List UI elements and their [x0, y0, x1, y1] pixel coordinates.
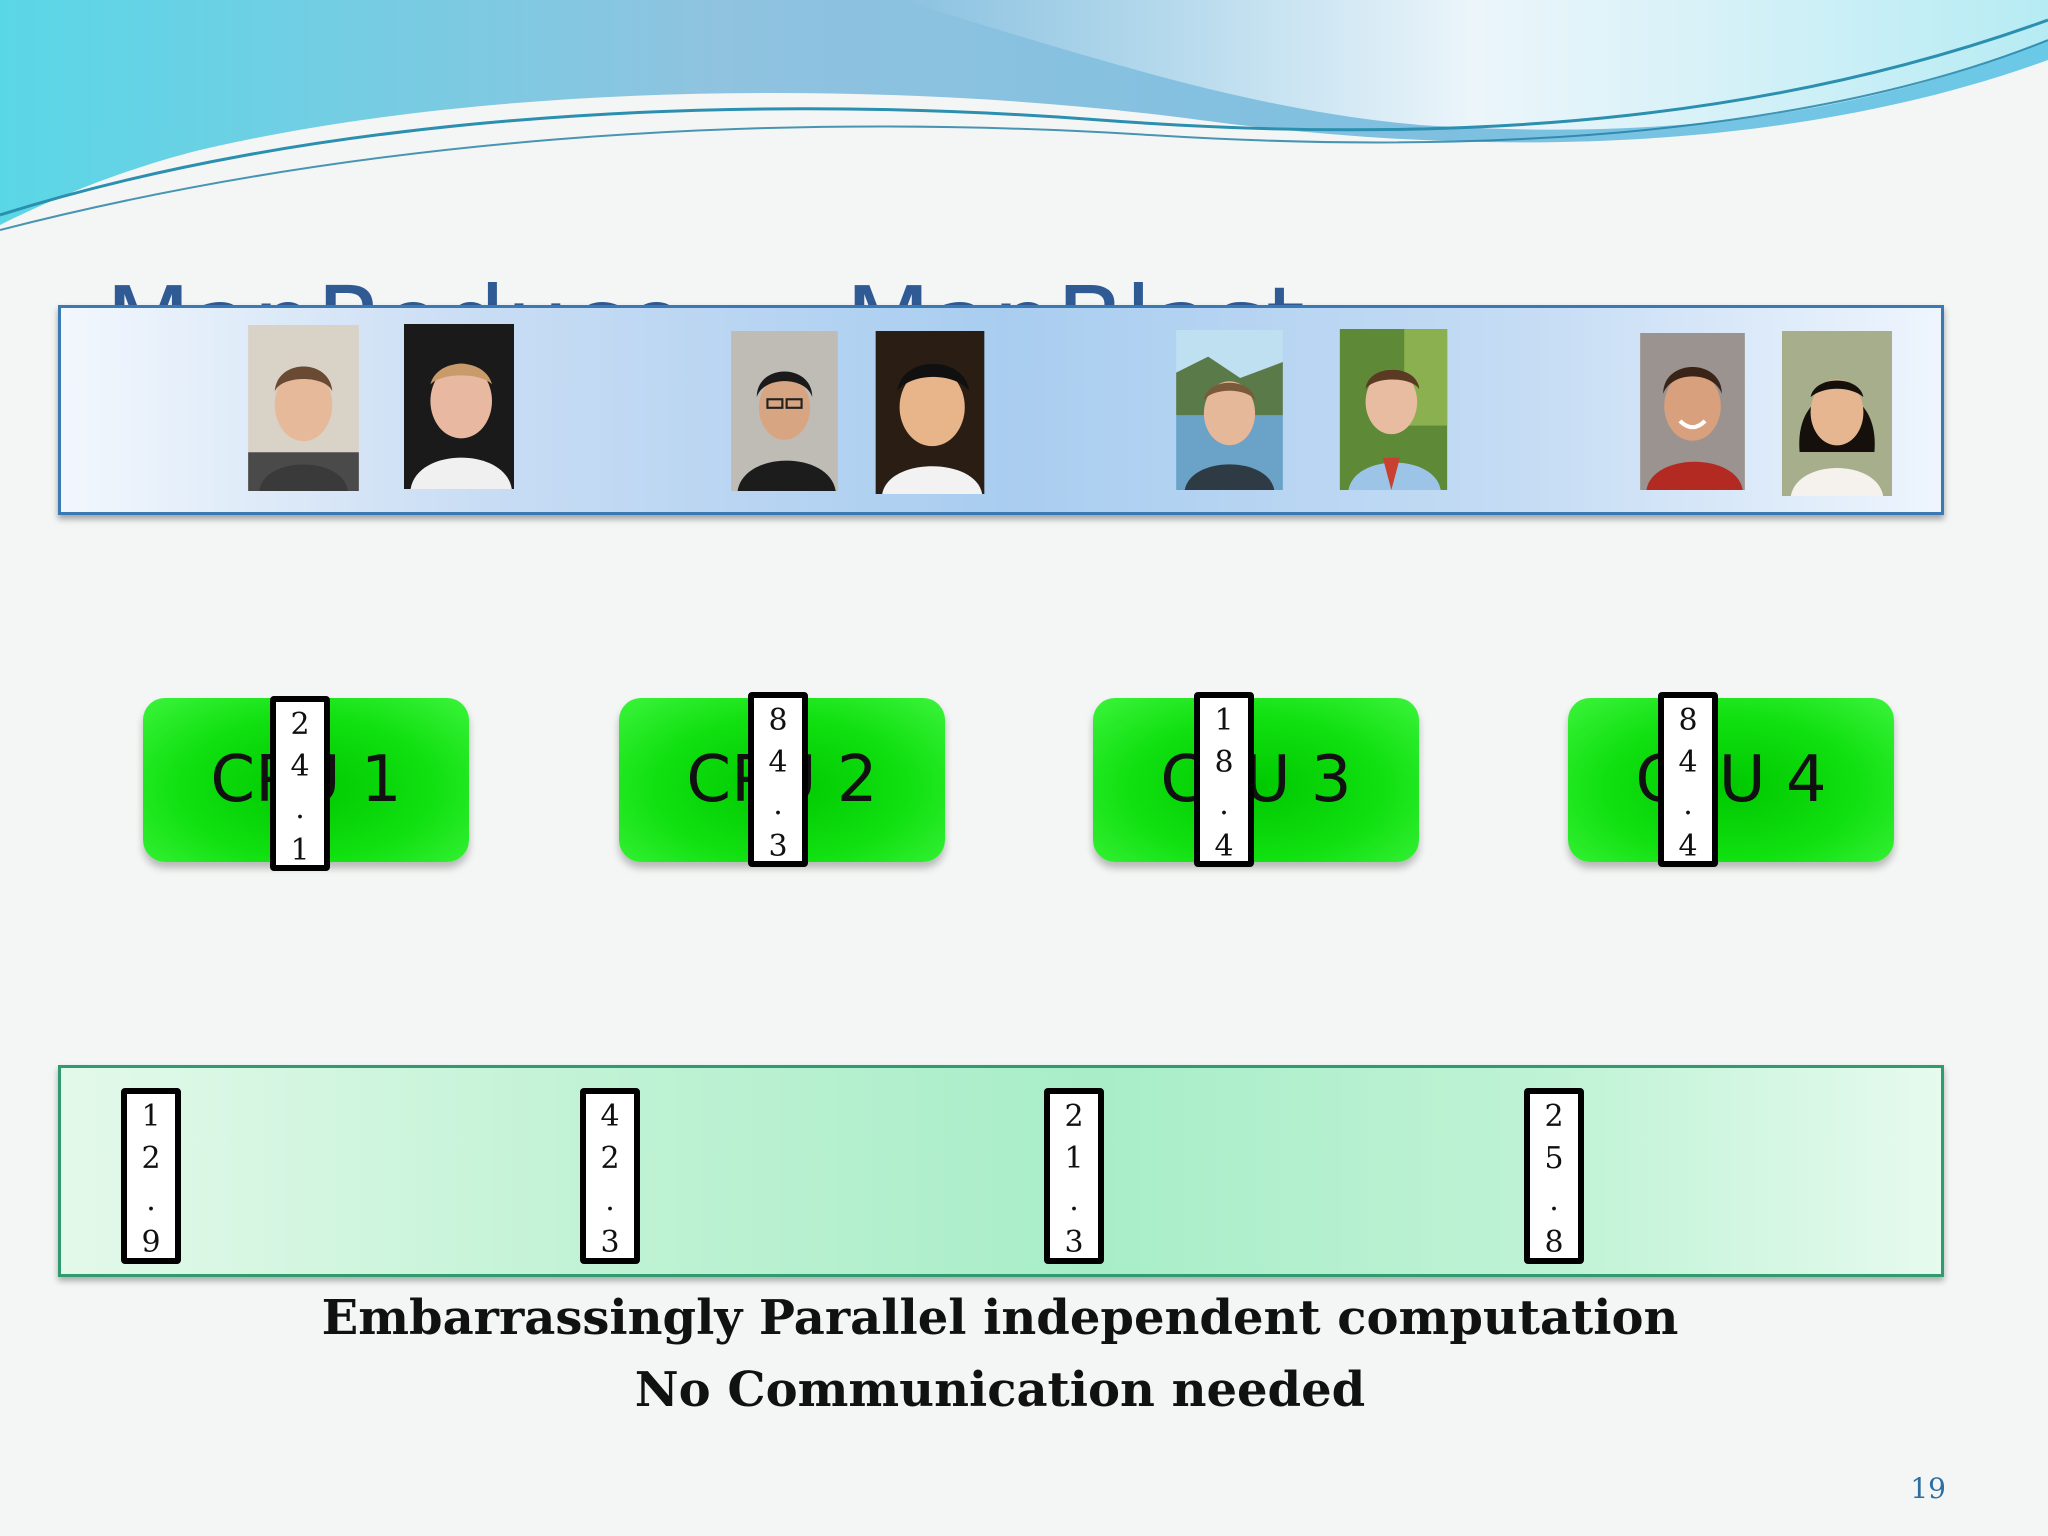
- cpu-box-3: CPU 3: [1093, 698, 1419, 862]
- cpu-label: CPU 4: [1635, 743, 1827, 817]
- photo-band: [58, 305, 1944, 515]
- person-photo-icon: [871, 331, 989, 494]
- person-photo-icon: [1776, 331, 1898, 496]
- cpu-label: CPU 3: [1160, 743, 1352, 817]
- person-photo-icon: [1162, 330, 1297, 490]
- person-photo-icon: [1322, 329, 1465, 490]
- person-photo-icon: [1633, 333, 1752, 490]
- header-wave-decoration: [0, 0, 2048, 231]
- caption-line-2: No Communication needed: [634, 1362, 1366, 1418]
- results-band: [58, 1065, 1944, 1277]
- person-photo-icon: [394, 324, 524, 489]
- page-number: 19: [1910, 1472, 1946, 1505]
- cpu-box-4: CPU 4: [1568, 698, 1894, 862]
- slide-title: MapReduce MapBlast: [105, 262, 1905, 311]
- person-photo-icon: [721, 331, 848, 491]
- person-photo-icon: [248, 325, 359, 491]
- caption-line-1: Embarrassingly Parallel independent comp…: [321, 1290, 1679, 1346]
